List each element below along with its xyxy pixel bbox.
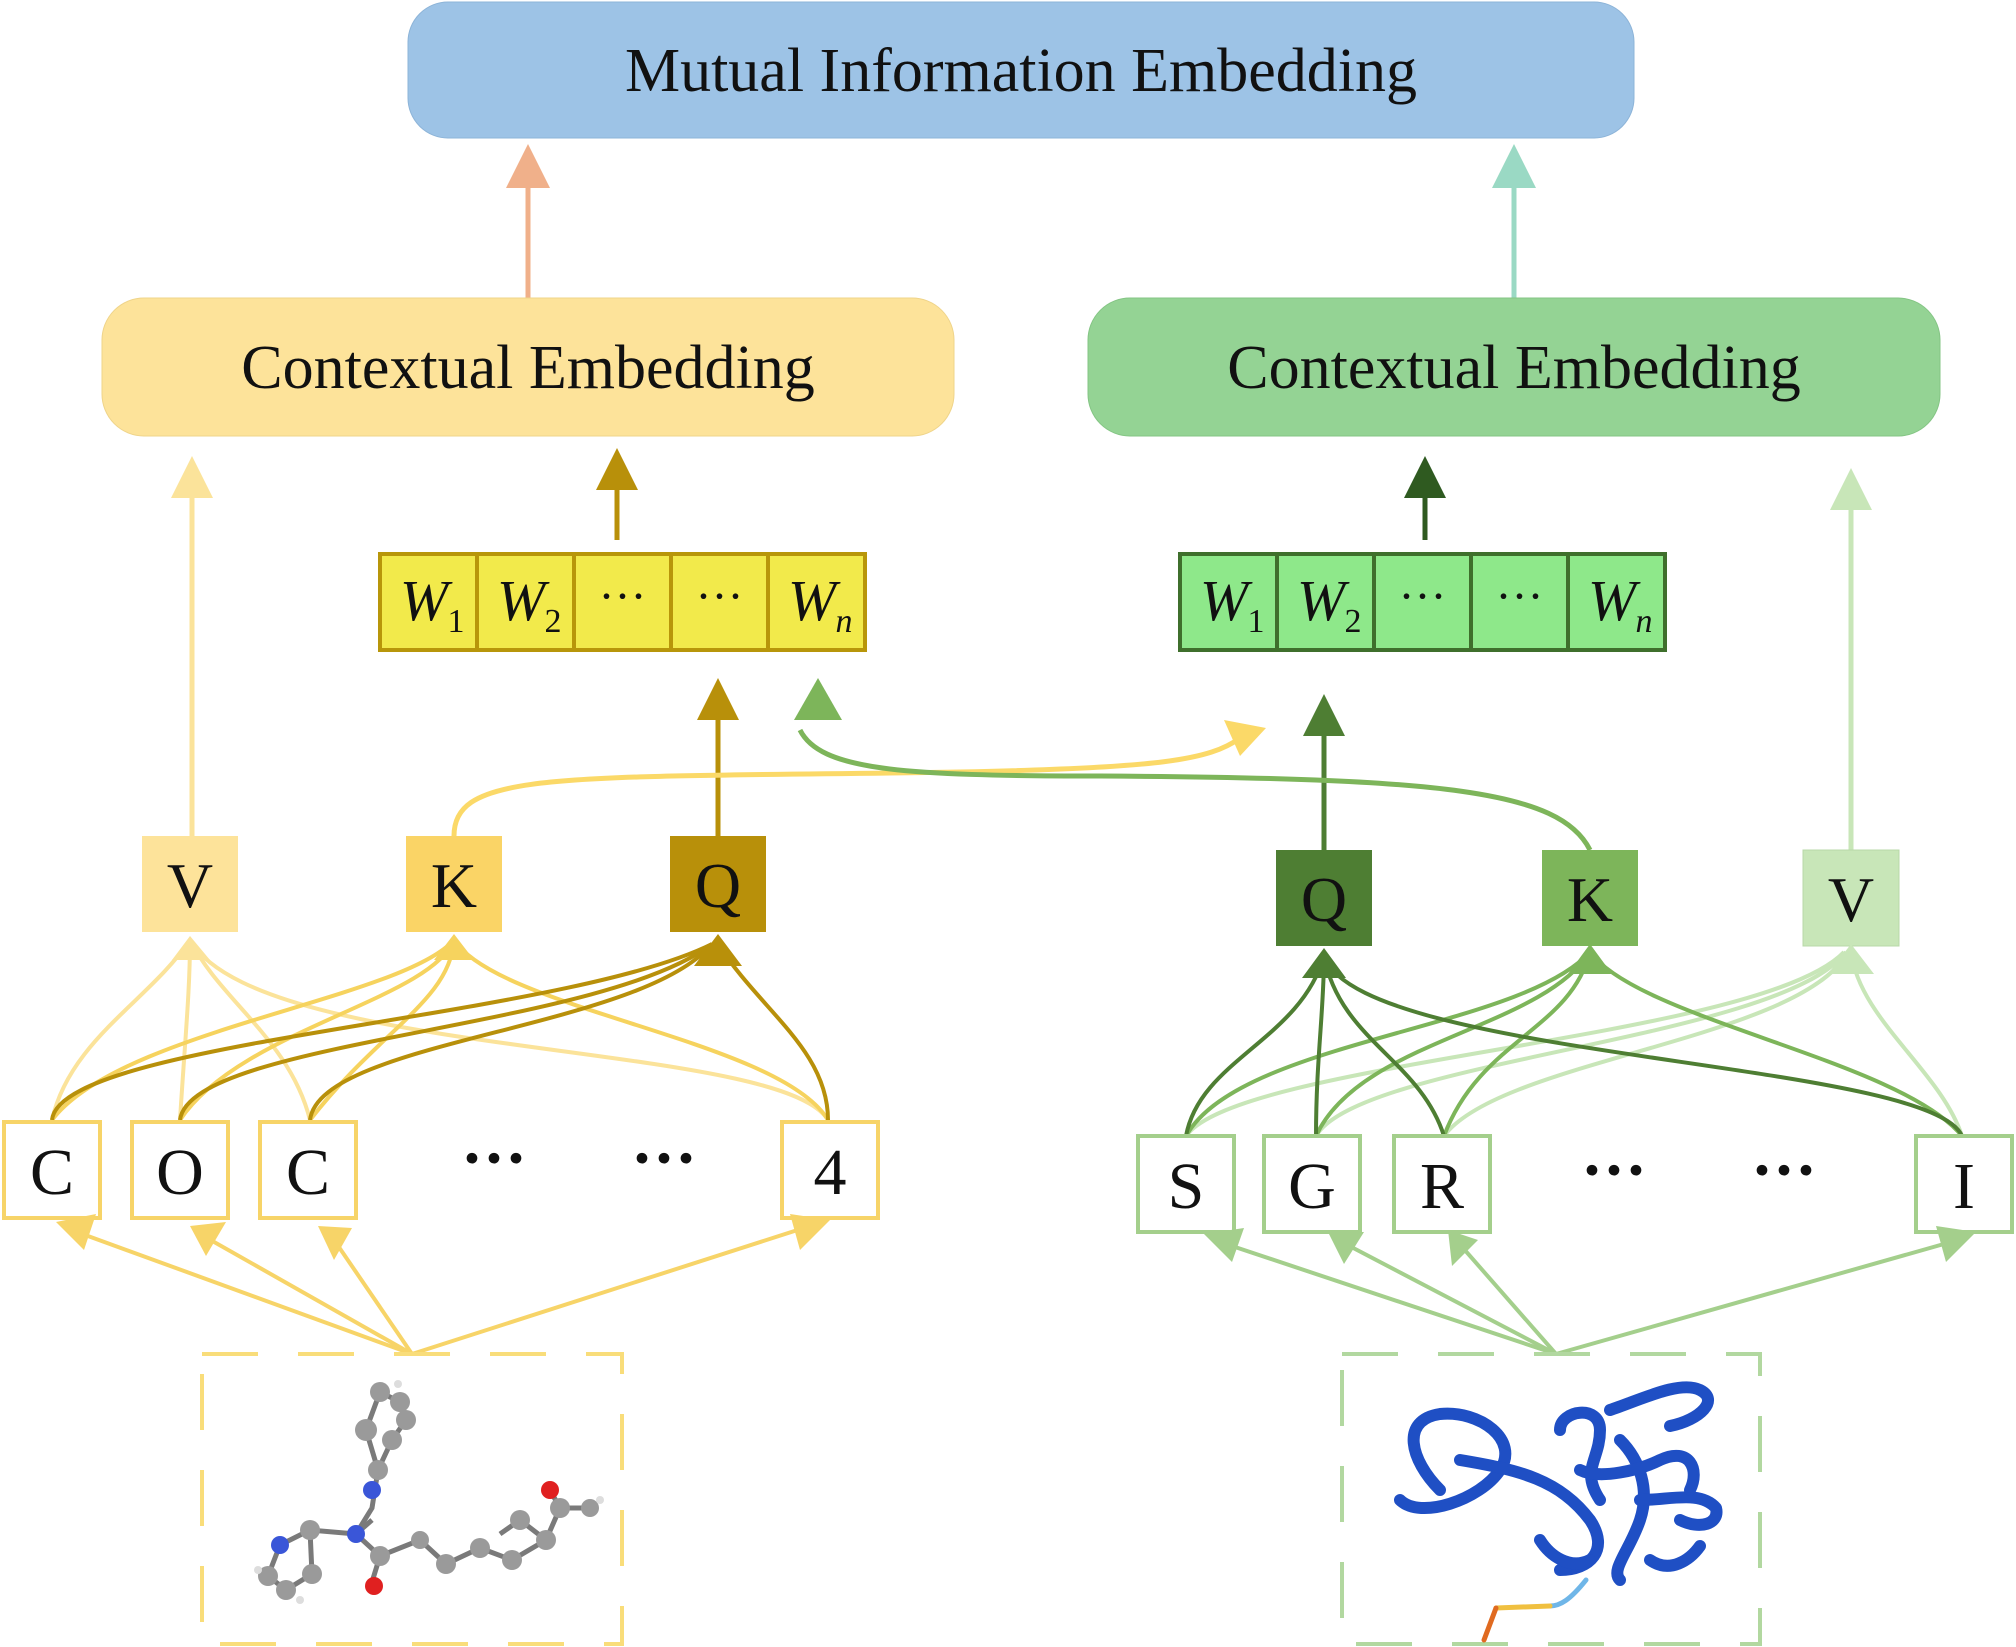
right-weight-sub-2: 2: [1345, 603, 1362, 640]
left-input-to-token-arrows: [65, 1224, 811, 1356]
left-k-cross-arrow: [451, 720, 1266, 837]
right-input-frame: [1340, 1352, 1762, 1646]
right-q-box: Q: [1276, 850, 1372, 946]
left-token-4: 4: [780, 1120, 880, 1220]
right-token-4: I: [1914, 1134, 2014, 1234]
left-v-box: V: [142, 836, 238, 932]
left-token-label-1: C: [30, 1136, 74, 1209]
left-token-label-3: C: [286, 1136, 330, 1209]
right-input-to-token-arrows: [1213, 1238, 1959, 1356]
left-weight-label-5: W: [788, 568, 841, 633]
left-k-box: K: [406, 836, 502, 932]
left-token-label-4: 4: [814, 1136, 847, 1209]
right-weight-label-1: W: [1200, 568, 1253, 633]
right-contextual-label: Contextual Embedding: [1227, 334, 1800, 402]
left-weight-label-2: W: [497, 568, 550, 633]
right-to-mutual-arrow: [1492, 144, 1536, 300]
left-ellipsis-2: ···: [631, 1122, 697, 1195]
right-ellipsis-2: ···: [1751, 1134, 1817, 1207]
right-weight-label-2: W: [1297, 568, 1350, 633]
left-k-label: K: [431, 850, 477, 921]
left-token-2: O: [130, 1120, 230, 1220]
right-token-3: R: [1392, 1134, 1492, 1234]
left-weight-label-1: W: [400, 568, 453, 633]
right-weight-label-5: W: [1588, 568, 1641, 633]
right-v-up-arrow: [1830, 468, 1872, 850]
right-ellipsis-1: ···: [1581, 1134, 1647, 1207]
right-token-label-2: G: [1288, 1150, 1336, 1223]
left-ellipsis-1: ···: [461, 1122, 527, 1195]
right-weight-cell-3: ···: [1372, 552, 1473, 652]
left-contextual-label: Contextual Embedding: [241, 334, 814, 402]
left-v-label: V: [167, 850, 213, 921]
right-v-label: V: [1828, 864, 1874, 935]
right-k-cross-arrow: [794, 678, 1593, 852]
protein-picture: [1394, 1381, 1723, 1586]
left-token-3: C: [258, 1120, 358, 1220]
right-weight-sub-5: n: [1636, 603, 1653, 640]
left-q-to-weights-arrow: [697, 678, 739, 836]
left-to-mutual-arrow: [506, 144, 550, 300]
right-input-arrowheads: [1204, 1226, 1976, 1266]
left-q-box: Q: [670, 836, 766, 932]
right-token-label-1: S: [1168, 1150, 1205, 1223]
right-weight-sub-1: 1: [1248, 603, 1265, 640]
right-q-label: Q: [1301, 864, 1347, 935]
left-weight-cell-4: ···: [669, 552, 770, 652]
left-weight-cell-3: ···: [572, 552, 673, 652]
left-input-arrowheads: [56, 1214, 830, 1260]
left-v-up-arrow: [171, 456, 213, 838]
left-weight-sub-1: 1: [448, 603, 465, 640]
left-contextual-embedding-box: Contextual Embedding: [101, 297, 955, 437]
left-weights-up-arrow: [596, 448, 638, 540]
right-weight-cell-4: ···: [1469, 552, 1570, 652]
right-token-curves: [1184, 944, 1964, 1138]
left-weight-sub-2: 2: [545, 603, 562, 640]
left-input-frame: [200, 1352, 624, 1646]
left-token-label-2: O: [156, 1136, 204, 1209]
right-v-box: V: [1802, 849, 1900, 947]
left-weight-ellipsis-3: ···: [599, 570, 647, 623]
mutual-information-embedding-box: Mutual Information Embedding: [407, 1, 1635, 139]
right-k-box: K: [1542, 850, 1638, 946]
right-token-label-4: I: [1953, 1150, 1975, 1223]
right-token-1: S: [1136, 1134, 1236, 1234]
right-weights-up-arrow: [1404, 456, 1446, 540]
left-token-row: C O C 4: [2, 1120, 880, 1220]
left-token-1: C: [2, 1120, 102, 1220]
molecule-atoms: [254, 1380, 604, 1604]
right-weight-ellipsis-3: ···: [1399, 570, 1447, 623]
right-weight-ellipsis-4: ···: [1496, 570, 1544, 623]
left-weight-ellipsis-4: ···: [696, 570, 744, 623]
left-q-label: Q: [695, 850, 741, 921]
left-token-curves: [50, 934, 830, 1122]
right-contextual-embedding-box: Contextual Embedding: [1087, 297, 1941, 437]
protein-tail: [1481, 1577, 1589, 1643]
right-token-label-3: R: [1420, 1150, 1464, 1223]
left-weight-sub-5: n: [836, 603, 853, 640]
right-k-label: K: [1567, 864, 1613, 935]
right-q-to-weights-arrow: [1303, 694, 1345, 850]
right-token-2: G: [1262, 1134, 1362, 1234]
mutual-information-label: Mutual Information Embedding: [625, 37, 1417, 105]
